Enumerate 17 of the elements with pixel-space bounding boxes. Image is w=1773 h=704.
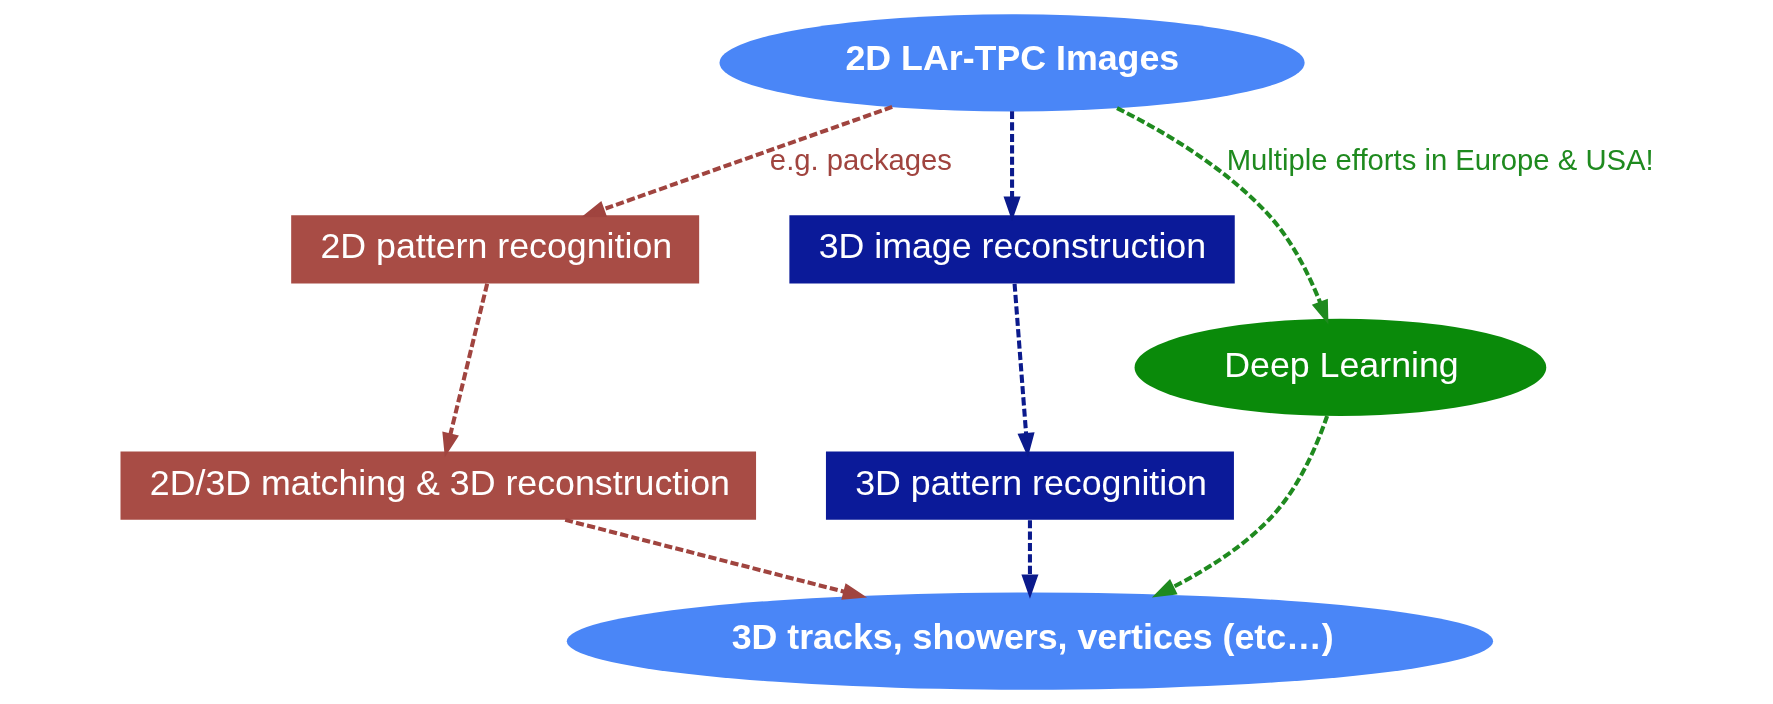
edge-label: e.g. packages: [769, 144, 953, 177]
arrow: [564, 517, 868, 600]
arrow: [581, 105, 893, 218]
node-ellipse: 3D tracks, showers, vertices (etc…): [566, 592, 1494, 690]
node-ellipse: Deep Learning: [1134, 318, 1547, 417]
arrow: [1116, 106, 1329, 325]
arrow: [442, 283, 490, 458]
node-box: 3D image reconstruction: [789, 215, 1235, 284]
node-box: 2D/3D matching & 3D reconstruction: [120, 451, 757, 520]
node-box: 3D pattern recognition: [825, 451, 1234, 520]
arrow: [1021, 520, 1039, 599]
arrow: [1003, 111, 1021, 222]
arrow: [1151, 415, 1330, 598]
arrow: [1012, 283, 1035, 458]
edge-label: Multiple efforts in Europe & USA!: [1226, 144, 1654, 177]
node-ellipse: 2D LAr-TPC Images: [719, 14, 1305, 112]
node-box: 2D pattern recognition: [291, 215, 700, 284]
